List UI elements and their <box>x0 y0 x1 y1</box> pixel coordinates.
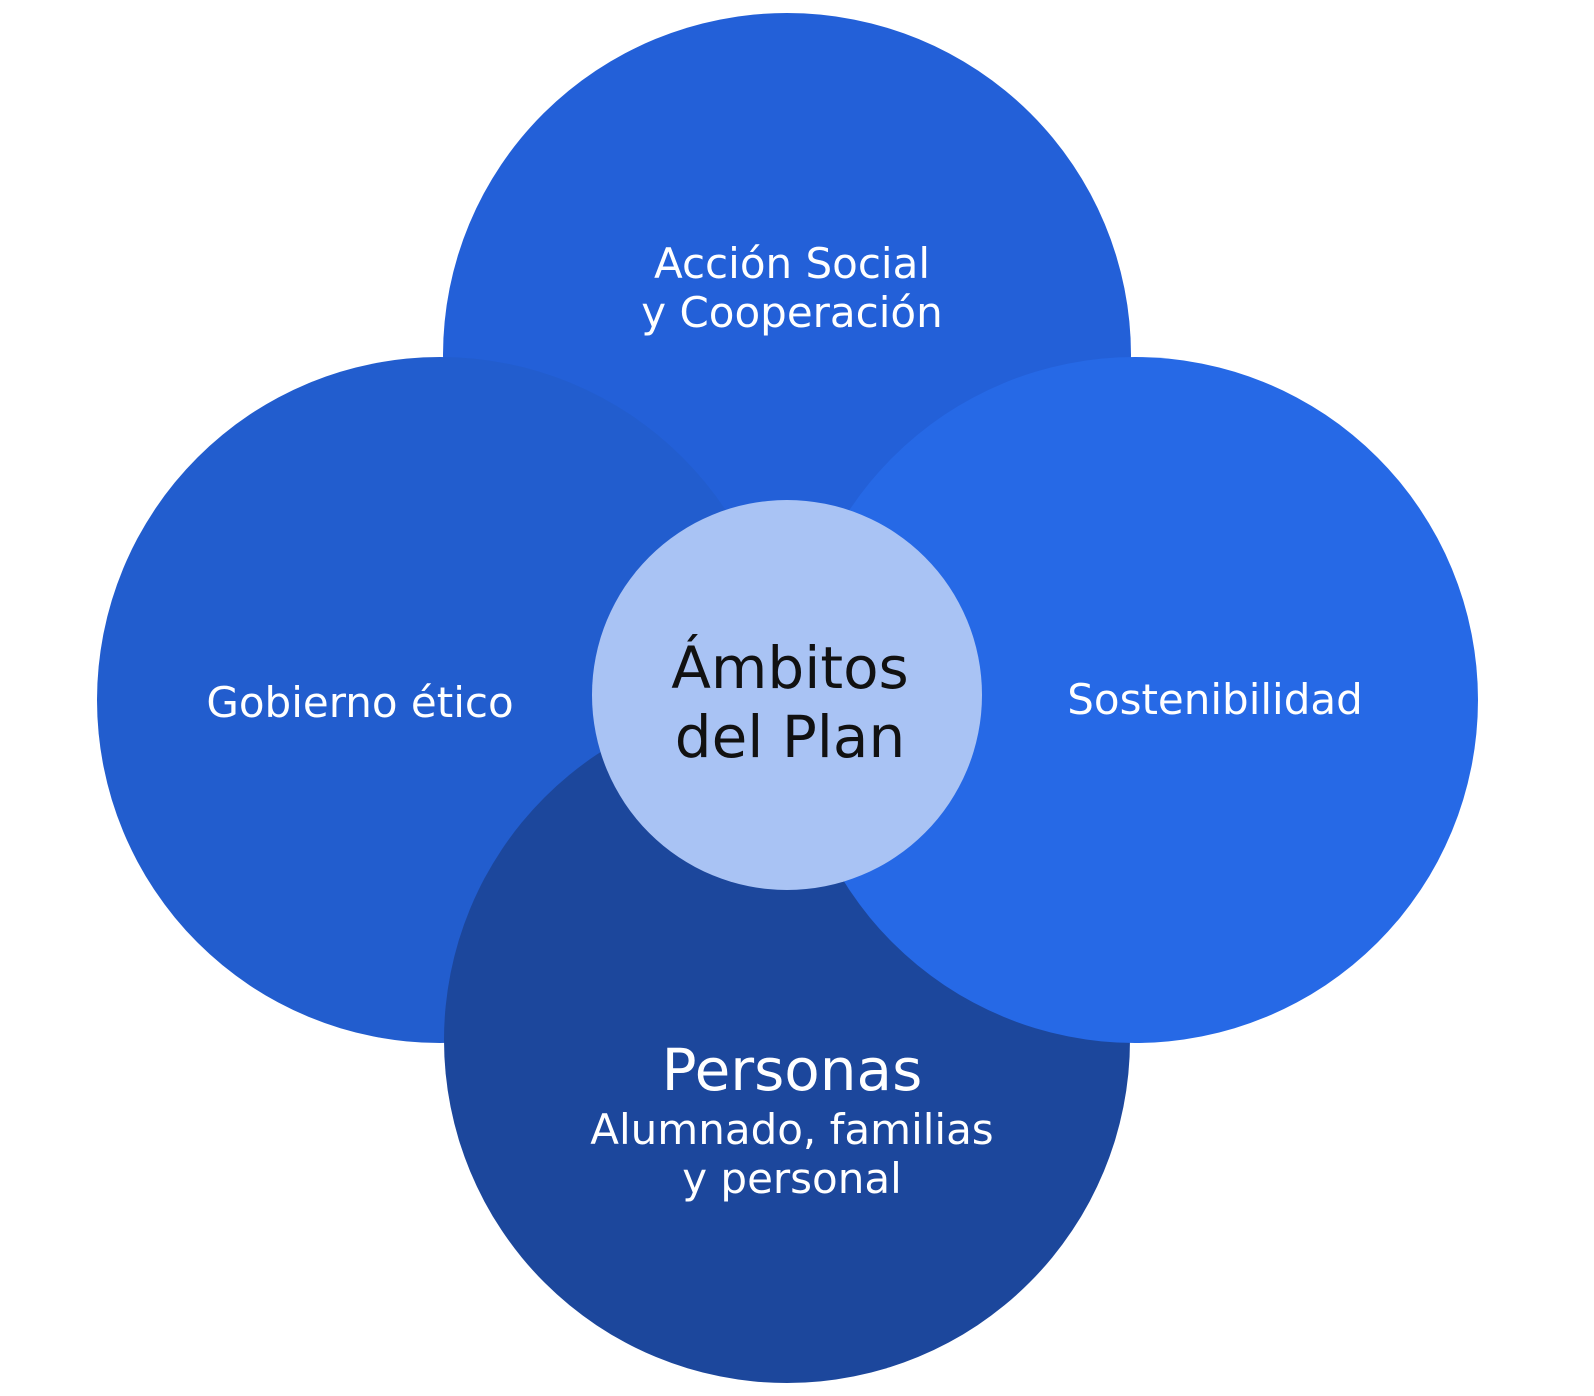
right-label: Sostenibilidad <box>1067 675 1363 724</box>
left-label: Gobierno ético <box>206 678 513 727</box>
bottom-title: Personas <box>662 1036 923 1104</box>
top-label-line1: Acción Social <box>654 239 930 288</box>
bottom-label-line1: Alumnado, familias <box>590 1105 993 1154</box>
circle-center <box>592 500 982 890</box>
top-label-line2: y Cooperación <box>641 288 943 337</box>
center-label-line1: Ámbitos <box>671 633 909 702</box>
circle-sostenibilidad <box>792 357 1478 1043</box>
center-label-line2: del Plan <box>675 703 905 771</box>
bottom-label-line2: y personal <box>682 1154 902 1203</box>
